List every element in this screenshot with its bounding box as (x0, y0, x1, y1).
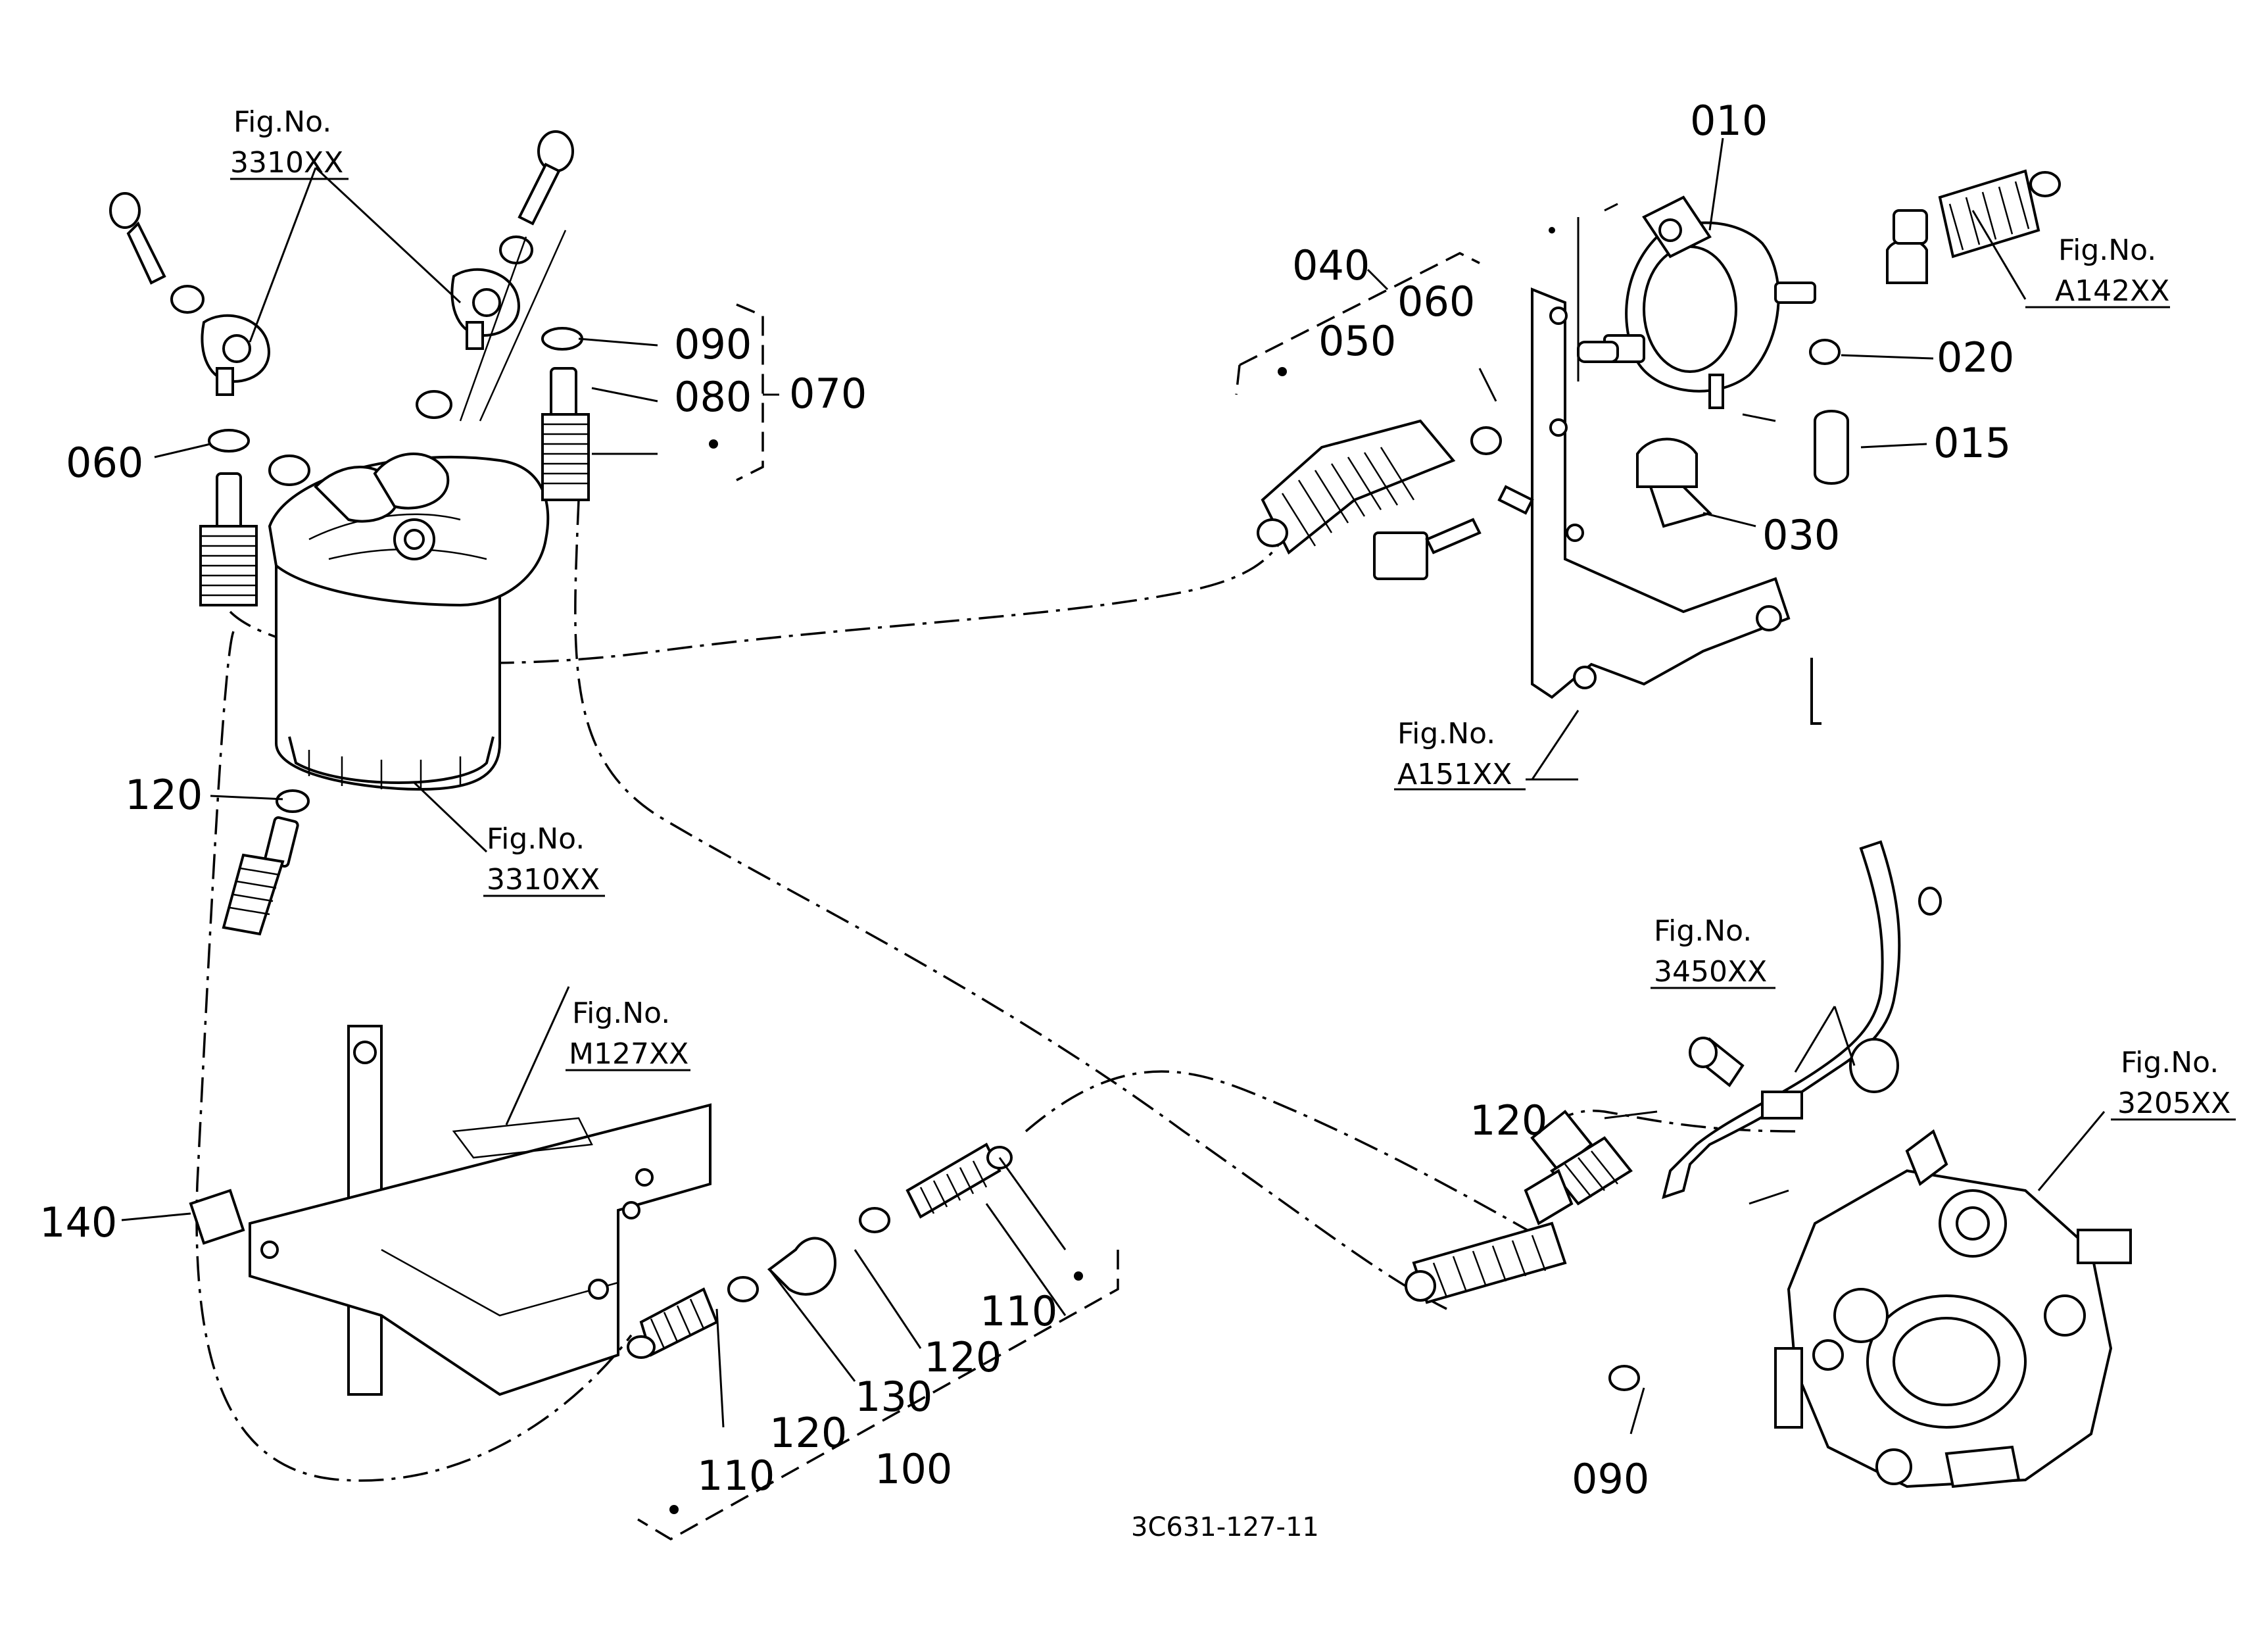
bracket-m127 (249, 1025, 712, 1396)
fig-label-return-pipe: Fig.No. (1654, 914, 1752, 948)
fig-ref-bracket: A151XX (1397, 758, 1512, 791)
label-120-mid-right: 120 (1470, 1096, 1547, 1144)
mounting-bracket (1531, 287, 1791, 699)
fig-ref-filter-top: 3310XX (230, 146, 343, 180)
assembly-brackets (637, 252, 1480, 1541)
fig-label-bracket-left: Fig.No. (572, 996, 670, 1030)
figure-references: Fig.No. 3310XX Fig.No. A142XX Fig.No. A1… (230, 105, 2236, 1121)
label-020: 020 (1937, 333, 2014, 381)
label-060-left: 060 (66, 439, 143, 487)
label-060-top: 060 (1397, 278, 1475, 326)
banjo-fittings (109, 130, 574, 486)
fig-label-bracket: Fig.No. (1397, 717, 1495, 750)
label-140: 140 (39, 1198, 117, 1246)
label-130: 130 (855, 1373, 932, 1421)
fig-label-injection-pump: Fig.No. (2121, 1046, 2219, 1079)
label-100: 100 (875, 1445, 952, 1493)
connector-050 (1257, 419, 1534, 580)
label-120-low-b: 120 (924, 1333, 1001, 1381)
label-010: 010 (1690, 97, 1768, 145)
fig-ref-pump-top: A142XX (2055, 274, 2169, 308)
label-110-left: 110 (697, 1452, 775, 1500)
fig-label-filter-bottom: Fig.No. (487, 822, 585, 856)
sleeve-015 (1742, 410, 1849, 485)
fig-label-filter-top: Fig.No. (233, 105, 331, 139)
drawing-code: 3C631-127-11 (1131, 1512, 1319, 1542)
fig-ref-return-pipe: 3450XX (1654, 955, 1767, 989)
label-120-low-a: 120 (769, 1409, 847, 1457)
fig-ref-filter-bottom: 3310XX (487, 863, 600, 897)
fuel-filter-assembly (268, 453, 550, 791)
label-120-upper: 120 (125, 771, 203, 819)
injection-pump (1774, 1129, 2132, 1488)
label-080: 080 (674, 373, 752, 421)
label-040: 040 (1292, 241, 1370, 289)
label-030: 030 (1762, 511, 1840, 559)
hose-assembly-100 (627, 1143, 1013, 1359)
label-090-bottom: 090 (1572, 1455, 1649, 1503)
fuel-pump-assembly (1577, 169, 2061, 725)
part-labels: 010 020 015 030 040 050 060 060 090 080 … (39, 97, 2014, 1503)
fig-ref-injection-pump: 3205XX (2117, 1087, 2231, 1120)
return-pipe (1662, 840, 1942, 1200)
label-070: 070 (789, 370, 867, 418)
label-090-top: 090 (674, 320, 752, 368)
label-050: 050 (1318, 317, 1396, 365)
fig-ref-bracket-left: M127XX (569, 1037, 688, 1071)
label-110-right: 110 (980, 1287, 1057, 1335)
clip-140 (189, 1189, 245, 1245)
leader-lines (121, 137, 2106, 1514)
hose-assembly-mid (1405, 1110, 1640, 1391)
label-015: 015 (1933, 419, 2011, 467)
filter-hose-ends (199, 327, 590, 936)
fig-label-pump-top: Fig.No. (2058, 234, 2156, 267)
